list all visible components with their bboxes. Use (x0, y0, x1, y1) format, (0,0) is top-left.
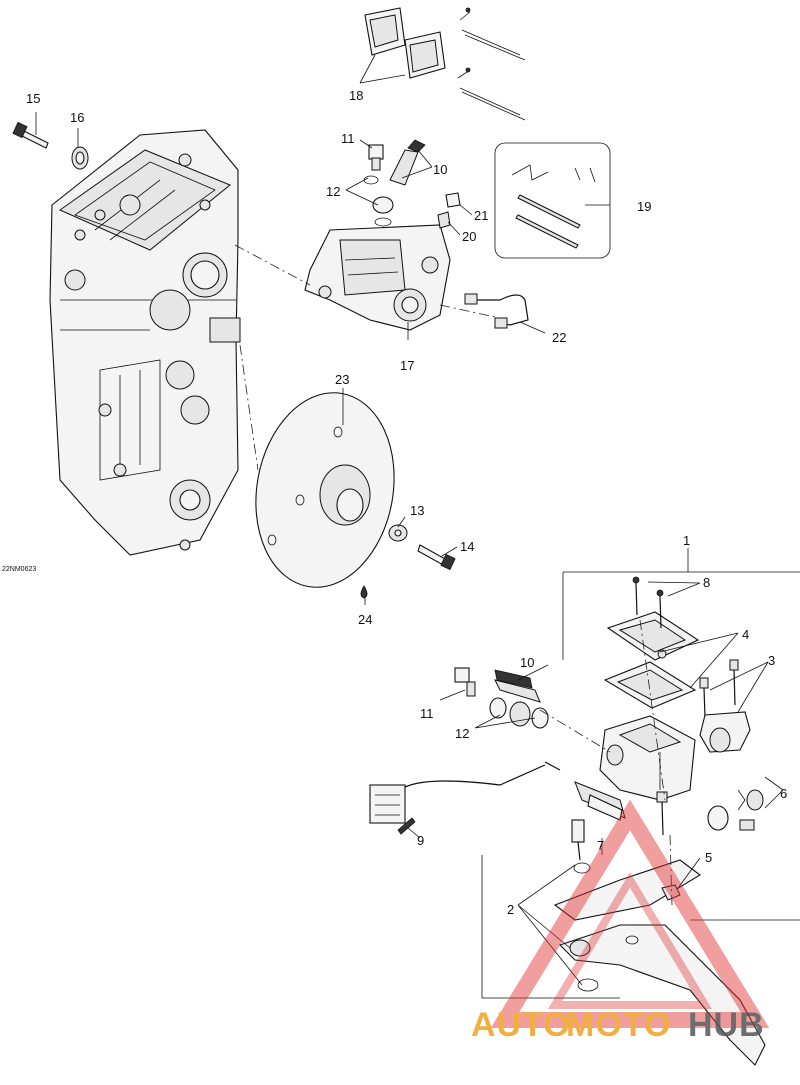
callout-14: 14 (460, 539, 474, 554)
callout-16: 16 (70, 110, 84, 125)
brake-line-22 (464, 293, 529, 329)
bolt-15 (12, 121, 49, 149)
kit-box-19 (494, 142, 611, 259)
callout-3: 3 (768, 653, 775, 668)
automotohub-watermark: AUTO MOTO HUB (471, 799, 770, 1044)
gearbox-housing (49, 129, 241, 556)
callout-18: 18 (349, 88, 363, 103)
brake-disc-23 (255, 392, 395, 588)
banjo-fitting-upper (363, 139, 426, 227)
callout-1: 1 (683, 533, 690, 548)
watermark-text-moto: MOTO (566, 1006, 671, 1044)
watermark-text-auto: AUTO (471, 1006, 571, 1044)
callout-20: 20 (462, 229, 476, 244)
brake-caliper-17 (304, 224, 451, 331)
callout-12-lower: 12 (455, 726, 469, 741)
master-cylinder-assembly (369, 571, 800, 1066)
callout-9: 9 (417, 833, 424, 848)
callout-12-upper: 12 (326, 184, 340, 199)
callout-17: 17 (400, 358, 414, 373)
callout-11-upper: 11 (341, 131, 355, 146)
grease-drop-24-icon (360, 585, 368, 599)
washer-13 (388, 524, 408, 542)
bolt-14 (417, 544, 456, 571)
callout-labels: 15 16 18 11 10 12 19 21 20 22 17 23 13 1… (2, 88, 787, 917)
callout-11-lower: 11 (420, 706, 434, 721)
callout-22: 22 (552, 330, 566, 345)
callout-15: 15 (26, 91, 40, 106)
callout-24: 24 (358, 612, 372, 627)
callout-21: 21 (474, 208, 488, 223)
callout-19: 19 (637, 199, 651, 214)
callout-4: 4 (742, 627, 749, 642)
nut-16 (71, 146, 89, 170)
callout-10-upper: 10 (433, 162, 447, 177)
callout-13: 13 (410, 503, 424, 518)
watermark-triangle-icon (490, 799, 770, 1028)
callout-5: 5 (705, 850, 712, 865)
figure-code: 22NM0623 (2, 566, 36, 573)
brake-pads-18 (364, 7, 526, 121)
callout-leaders (35, 54, 784, 986)
callout-7: 7 (597, 838, 604, 853)
callout-23: 23 (335, 372, 349, 387)
callout-2: 2 (507, 902, 514, 917)
callout-10-lower: 10 (520, 655, 534, 670)
watermark-text-hub: HUB (688, 1006, 765, 1044)
callout-8: 8 (703, 575, 710, 590)
callout-6: 6 (780, 786, 787, 801)
